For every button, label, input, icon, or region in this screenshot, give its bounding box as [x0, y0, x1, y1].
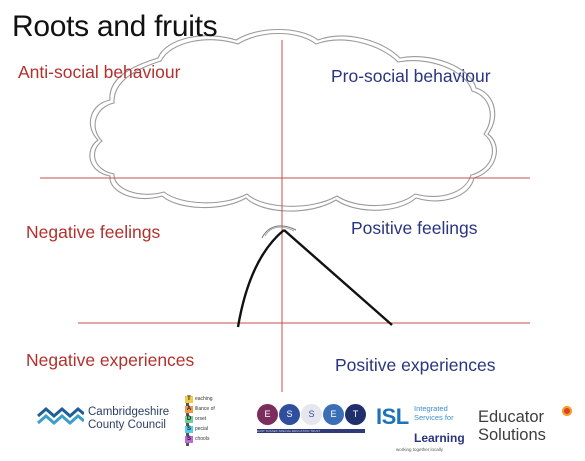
tados-cap-3: D: [185, 416, 193, 423]
label-anti-social-behaviour: Anti-social behaviour: [18, 62, 181, 82]
left-branch: [236, 229, 285, 328]
cambridgeshire-line2: County Council: [88, 419, 166, 431]
esset-tagline: EAST SUSSEX SPECIAL EDUCATION TRUST: [257, 429, 365, 433]
tados-cap-5: S: [185, 436, 193, 443]
tados-word-1: eaching: [195, 396, 213, 402]
label-positive-experiences: Positive experiences: [335, 355, 496, 375]
page-title: Roots and fruits: [12, 10, 218, 43]
waves-icon: [37, 407, 84, 425]
esset-letter-1: E: [257, 404, 278, 425]
isl-line1: Integrated: [414, 404, 448, 413]
right-branch: [283, 229, 393, 326]
isl-line2: Services for: [414, 412, 454, 422]
cambridgeshire-logo: Cambridgeshire County Council: [36, 400, 181, 438]
cambridgeshire-line1: Cambridgeshire: [88, 406, 170, 418]
tados-cap-2: A: [185, 406, 193, 413]
isl-logo: ISL Integrated Services for Learning wor…: [376, 404, 468, 452]
label-pro-social-behaviour: Pro-social behaviour: [331, 66, 491, 86]
educator-line2: Solutions: [478, 426, 546, 444]
educator-line1: Educator: [478, 408, 545, 426]
cloud-canopy: [89, 28, 497, 212]
tados-word-5: chools: [195, 436, 210, 442]
esset-logo: E S S E T EAST SUSSEX SPECIAL EDUCATION …: [257, 404, 366, 444]
esset-letter-5: T: [345, 404, 366, 425]
tados-cap-4: S: [185, 426, 193, 433]
educator-solutions-logo: Educator Solutions: [478, 406, 578, 446]
esset-letter-2: S: [279, 404, 300, 425]
isl-tagline: working together locally: [396, 447, 444, 452]
junction-arc: [261, 225, 297, 239]
educator-dot-icon: [562, 406, 572, 416]
esset-letter-3: S: [301, 404, 322, 425]
isl-abbr: ISL: [376, 404, 409, 429]
tados-logo: T eaching A lliance of D orset S pecial …: [183, 394, 241, 450]
tados-word-4: pecial: [195, 426, 209, 432]
label-negative-feelings: Negative feelings: [26, 222, 161, 242]
isl-line3: Learning: [414, 431, 465, 445]
esset-letter-4: E: [323, 404, 344, 425]
tados-word-2: lliance of: [195, 406, 215, 412]
tados-cap-1: T: [185, 396, 193, 403]
label-positive-feelings: Positive feelings: [351, 218, 478, 238]
tados-word-3: orset: [195, 416, 207, 422]
label-negative-experiences: Negative experiences: [26, 350, 195, 370]
